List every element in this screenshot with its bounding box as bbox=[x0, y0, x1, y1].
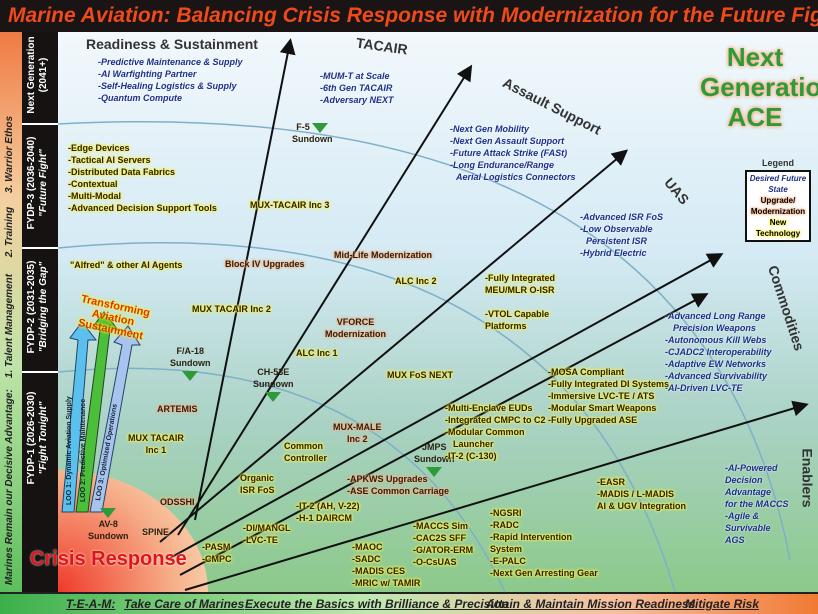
arc-fydp1 bbox=[57, 367, 506, 593]
alfred-label: "Alfred" & other AI Agents bbox=[70, 260, 183, 270]
arrow-enablers bbox=[184, 400, 809, 591]
legend-upgrade: Upgrade/ Modernization bbox=[750, 196, 806, 216]
strip-warrior: 3. Warrior Ethos bbox=[4, 115, 15, 193]
apkws-ase: -APKWS Upgrades-ASE Common Carriage bbox=[347, 474, 450, 496]
spine: SPINE bbox=[142, 527, 170, 537]
period-fydp2: FYDP-2 (2031-2035)"Bridging the Gap" bbox=[26, 260, 49, 354]
mux-tacair-inc3: MUX-TACAIR Inc 3 bbox=[250, 200, 330, 210]
arrow-assault bbox=[159, 149, 629, 543]
period-column bbox=[22, 32, 58, 592]
team-attain: Attain & Maintain Mission Readiness bbox=[486, 597, 696, 611]
enablers-heading: Enablers bbox=[799, 448, 816, 508]
arrow-tacair bbox=[177, 64, 473, 536]
diagram-area bbox=[58, 32, 818, 592]
tacair-future-list: -MUM-T at Scale-6th Gen TACAIR-Adversary… bbox=[320, 71, 394, 105]
readiness-future-list: -Predictive Maintenance & Supply-AI Warf… bbox=[98, 57, 243, 103]
it2-h1: -IT-2 (AH, V-22)-H-1 DAIRCM bbox=[296, 501, 360, 523]
period-divider bbox=[22, 123, 58, 125]
mid-life-modernization: Mid-Life Modernization bbox=[334, 250, 432, 260]
loo1-arrow bbox=[61, 321, 98, 513]
period-next-gen: Next Generation(2041+) bbox=[26, 36, 49, 114]
arrow-uas bbox=[169, 253, 724, 559]
team-label: T-E-A-M: bbox=[66, 597, 116, 611]
readiness-new-tech-list: -Edge Devices-Tactical AI Servers-Distri… bbox=[68, 143, 217, 213]
legend-new: New Technology bbox=[755, 218, 801, 238]
block-iv-upgrades: Block IV Upgrades bbox=[225, 259, 305, 269]
alc-inc1: ALC Inc 1 bbox=[296, 348, 338, 358]
enclave-list: -Multi-Enclave EUDs-Integrated CMPC to C… bbox=[445, 403, 546, 461]
arrow-commodities bbox=[179, 293, 709, 576]
left-strip bbox=[0, 32, 22, 592]
maccs-list: -MACCS Sim-CAC2S SFF-G/ATOR-ERM-O-CsUAS bbox=[413, 521, 474, 567]
loo2-label: LOO 2: Predictive Maintenance bbox=[80, 398, 87, 502]
loo3-arrow bbox=[89, 325, 141, 513]
page-title: Marine Aviation: Balancing Crisis Respon… bbox=[0, 0, 818, 32]
period-fydp1: FYDP-1 (2026-2030)"Fight Tonight" bbox=[26, 391, 49, 485]
pasm-cmpc: -PASM-CMPC bbox=[202, 542, 232, 564]
mux-tacair-inc2: MUX TACAIR Inc 2 bbox=[192, 304, 271, 314]
legend-desired: Desired Future State bbox=[749, 174, 807, 194]
sundown-triangle-icon bbox=[265, 391, 282, 402]
period-fydp3: FYDP-3 (2036-2040)"Future Fight" bbox=[26, 136, 49, 230]
crisis-response-label: Crisis Response bbox=[30, 548, 187, 570]
loo2-arrow bbox=[75, 311, 120, 513]
odsshi: ODSSHI bbox=[160, 497, 195, 507]
sundown-triangle-icon bbox=[426, 466, 443, 477]
period-divider bbox=[22, 371, 58, 373]
artemis: ARTEMIS bbox=[157, 404, 198, 414]
sundown-triangle-icon bbox=[100, 507, 117, 518]
arc-fydp2 bbox=[57, 242, 676, 593]
strip-training: 2. Training bbox=[4, 206, 15, 258]
period-divider bbox=[22, 247, 58, 249]
loo1-label: LOO 1: Dynamic Aviation Supply bbox=[66, 396, 73, 505]
loo-arrows bbox=[61, 311, 141, 513]
strip-heading: Marines Remain our Decisive Advantage: bbox=[4, 389, 15, 585]
readiness-heading: Readiness & Sustainment bbox=[86, 36, 258, 52]
arrow-readiness bbox=[194, 38, 296, 521]
legend: Desired Future State Upgrade/ Modernizat… bbox=[745, 170, 811, 242]
dimangl-lvcte: -DI/MANGL-LVC-TE bbox=[243, 523, 291, 545]
mux-fos-next: MUX FoS NEXT bbox=[387, 370, 454, 380]
strip-talent: 1. Talent Management bbox=[4, 273, 15, 379]
team-take-care: Take Care of Marines bbox=[124, 597, 245, 611]
mosa-list: -MOSA Compliant-Fully Integrated DI Syst… bbox=[548, 367, 670, 425]
arc-fydp3 bbox=[57, 120, 791, 561]
next-generation-ace-title: NextGenerationACE bbox=[700, 42, 818, 132]
team-bar: T-E-A-M: Take Care of Marines Execute th… bbox=[0, 592, 818, 614]
alc-inc2: ALC Inc 2 bbox=[395, 276, 437, 286]
maoc-list: -MAOC-SADC-MADIS CES-MRIC w/ TAMIR bbox=[352, 542, 421, 588]
team-execute: Execute the Basics with Brilliance & Pre… bbox=[245, 597, 509, 611]
f5-sundown: F-5 Sundown bbox=[292, 122, 333, 144]
sundown-triangle-icon bbox=[312, 122, 329, 133]
assault-future-list: -Next Gen Mobility-Next Gen Assault Supp… bbox=[450, 124, 576, 182]
legend-title: Legend bbox=[762, 158, 795, 168]
sundown-triangle-icon bbox=[182, 370, 199, 381]
team-mitigate: Mitigate Risk bbox=[685, 597, 760, 611]
